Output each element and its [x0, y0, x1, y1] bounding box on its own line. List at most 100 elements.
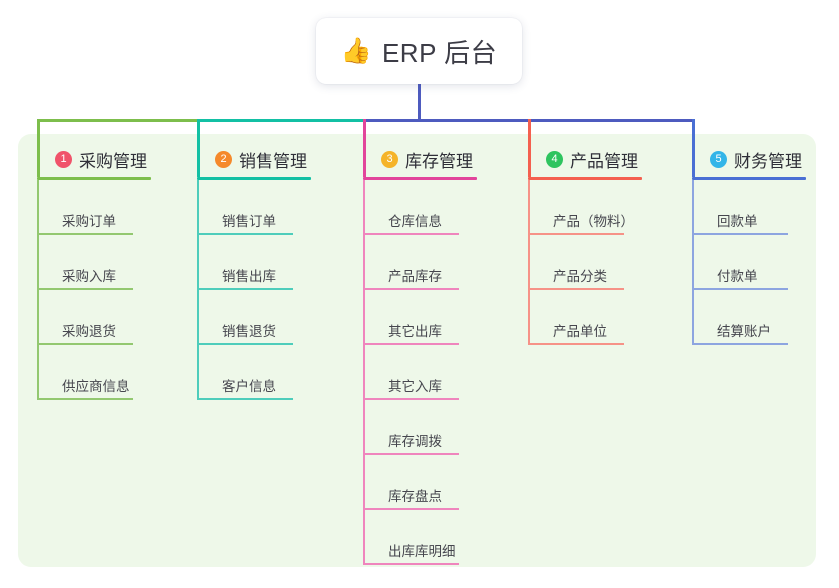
branch-number-badge: 4	[546, 150, 563, 168]
branch-title: 采购管理	[79, 151, 147, 171]
leaf-label: 回款单	[717, 214, 758, 229]
branch-header-5[interactable]: 5 财务管理	[692, 146, 839, 172]
leaf-underline	[364, 233, 459, 235]
leaf-underline	[198, 288, 293, 290]
leaf-item[interactable]: 采购入库	[38, 235, 187, 290]
leaf-label: 产品单位	[553, 324, 607, 339]
branch-spine	[197, 180, 199, 400]
leaf-item[interactable]: 库存调拨	[364, 400, 513, 455]
leaf-item[interactable]: 结算账户	[693, 290, 839, 345]
leaf-underline	[38, 343, 133, 345]
leaf-underline	[693, 288, 788, 290]
leaf-item[interactable]: 产品库存	[364, 235, 513, 290]
connector-bar-segment-2	[198, 119, 364, 122]
branch-leaf-list: 产品（物料） 产品分类产品单位	[528, 180, 678, 345]
branch-title: 财务管理	[734, 151, 802, 171]
leaf-label: 产品库存	[388, 269, 442, 284]
leaf-item[interactable]: 库存盘点	[364, 455, 513, 510]
leaf-label: 产品（物料）	[553, 214, 634, 229]
root-node[interactable]: 👍 ERP 后台	[316, 18, 522, 84]
leaf-underline	[364, 563, 459, 565]
branches-panel	[18, 134, 816, 567]
leaf-item[interactable]: 供应商信息	[38, 345, 187, 400]
leaf-item[interactable]: 其它入库	[364, 345, 513, 400]
leaf-label: 库存调拨	[388, 434, 442, 449]
leaf-label: 供应商信息	[62, 379, 130, 394]
branch-leaf-list: 回款单付款单结算账户	[692, 180, 839, 345]
leaf-label: 产品分类	[553, 269, 607, 284]
branch-title: 销售管理	[239, 151, 307, 171]
leaf-underline	[198, 398, 293, 400]
root-title: ERP 后台	[381, 37, 498, 68]
branch-column-5: 5 财务管理回款单付款单结算账户	[692, 146, 839, 345]
leaf-label: 采购订单	[62, 214, 116, 229]
leaf-underline	[364, 288, 459, 290]
branch-number-badge: 3	[381, 150, 398, 168]
leaf-underline	[38, 233, 133, 235]
leaf-item[interactable]: 采购退货	[38, 290, 187, 345]
branch-underline	[528, 177, 642, 180]
leaf-item[interactable]: 出库库明细	[364, 510, 513, 565]
branch-column-4: 4 产品管理产品（物料） 产品分类产品单位	[528, 146, 678, 345]
leaf-underline	[38, 288, 133, 290]
leaf-underline	[364, 453, 459, 455]
leaf-label: 采购入库	[62, 269, 116, 284]
leaf-label: 销售订单	[222, 214, 276, 229]
leaf-underline	[364, 398, 459, 400]
branch-title: 产品管理	[570, 151, 638, 171]
leaf-underline	[529, 343, 624, 345]
thumbs-up-icon: 👍	[340, 36, 372, 65]
leaf-underline	[529, 233, 624, 235]
branch-title: 库存管理	[405, 151, 473, 171]
branch-header-2[interactable]: 2 销售管理	[197, 146, 347, 172]
leaf-item[interactable]: 产品单位	[529, 290, 678, 345]
leaf-item[interactable]: 客户信息	[198, 345, 347, 400]
leaf-item[interactable]: 仓库信息	[364, 180, 513, 235]
leaf-label: 采购退货	[62, 324, 116, 339]
branch-column-2: 2 销售管理销售订单销售出库销售退货客户信息	[197, 146, 347, 400]
branch-underline	[363, 177, 477, 180]
leaf-item[interactable]: 回款单	[693, 180, 839, 235]
leaf-item[interactable]: 销售订单	[198, 180, 347, 235]
leaf-label: 客户信息	[222, 379, 276, 394]
connector-drop-1	[37, 119, 40, 177]
connector-drop-2	[197, 119, 200, 177]
leaf-item[interactable]: 其它出库	[364, 290, 513, 345]
branch-header-4[interactable]: 4 产品管理	[528, 146, 678, 172]
branch-header-3[interactable]: 3 库存管理	[363, 146, 513, 172]
connector-drop-5	[692, 119, 695, 177]
branch-leaf-list: 销售订单销售出库销售退货客户信息	[197, 180, 347, 400]
branch-number-badge: 2	[215, 150, 232, 168]
leaf-label: 库存盘点	[388, 489, 442, 504]
branch-spine	[528, 180, 530, 345]
leaf-underline	[693, 233, 788, 235]
leaf-item[interactable]: 付款单	[693, 235, 839, 290]
branch-spine	[37, 180, 39, 400]
leaf-item[interactable]: 采购订单	[38, 180, 187, 235]
leaf-label: 销售退货	[222, 324, 276, 339]
leaf-label: 付款单	[717, 269, 758, 284]
branch-underline	[197, 177, 311, 180]
leaf-underline	[364, 508, 459, 510]
leaf-underline	[693, 343, 788, 345]
leaf-label: 仓库信息	[388, 214, 442, 229]
leaf-item[interactable]: 产品分类	[529, 235, 678, 290]
leaf-item[interactable]: 销售退货	[198, 290, 347, 345]
branch-spine	[692, 180, 694, 345]
leaf-item[interactable]: 产品（物料）	[529, 180, 678, 235]
branch-leaf-list: 采购订单采购入库采购退货供应商信息	[37, 180, 187, 400]
connector-bar-segment-1	[38, 119, 198, 122]
branch-leaf-list: 仓库信息产品库存其它出库其它入库库存调拨库存盘点出库库明细	[363, 180, 513, 565]
leaf-underline	[198, 233, 293, 235]
leaf-underline	[529, 288, 624, 290]
leaf-underline	[364, 343, 459, 345]
leaf-item[interactable]: 销售出库	[198, 235, 347, 290]
branch-underline	[37, 177, 151, 180]
leaf-label: 其它出库	[388, 324, 442, 339]
branch-underline	[692, 177, 806, 180]
connector-drop-3	[363, 119, 366, 177]
branch-number-badge: 5	[710, 150, 727, 168]
